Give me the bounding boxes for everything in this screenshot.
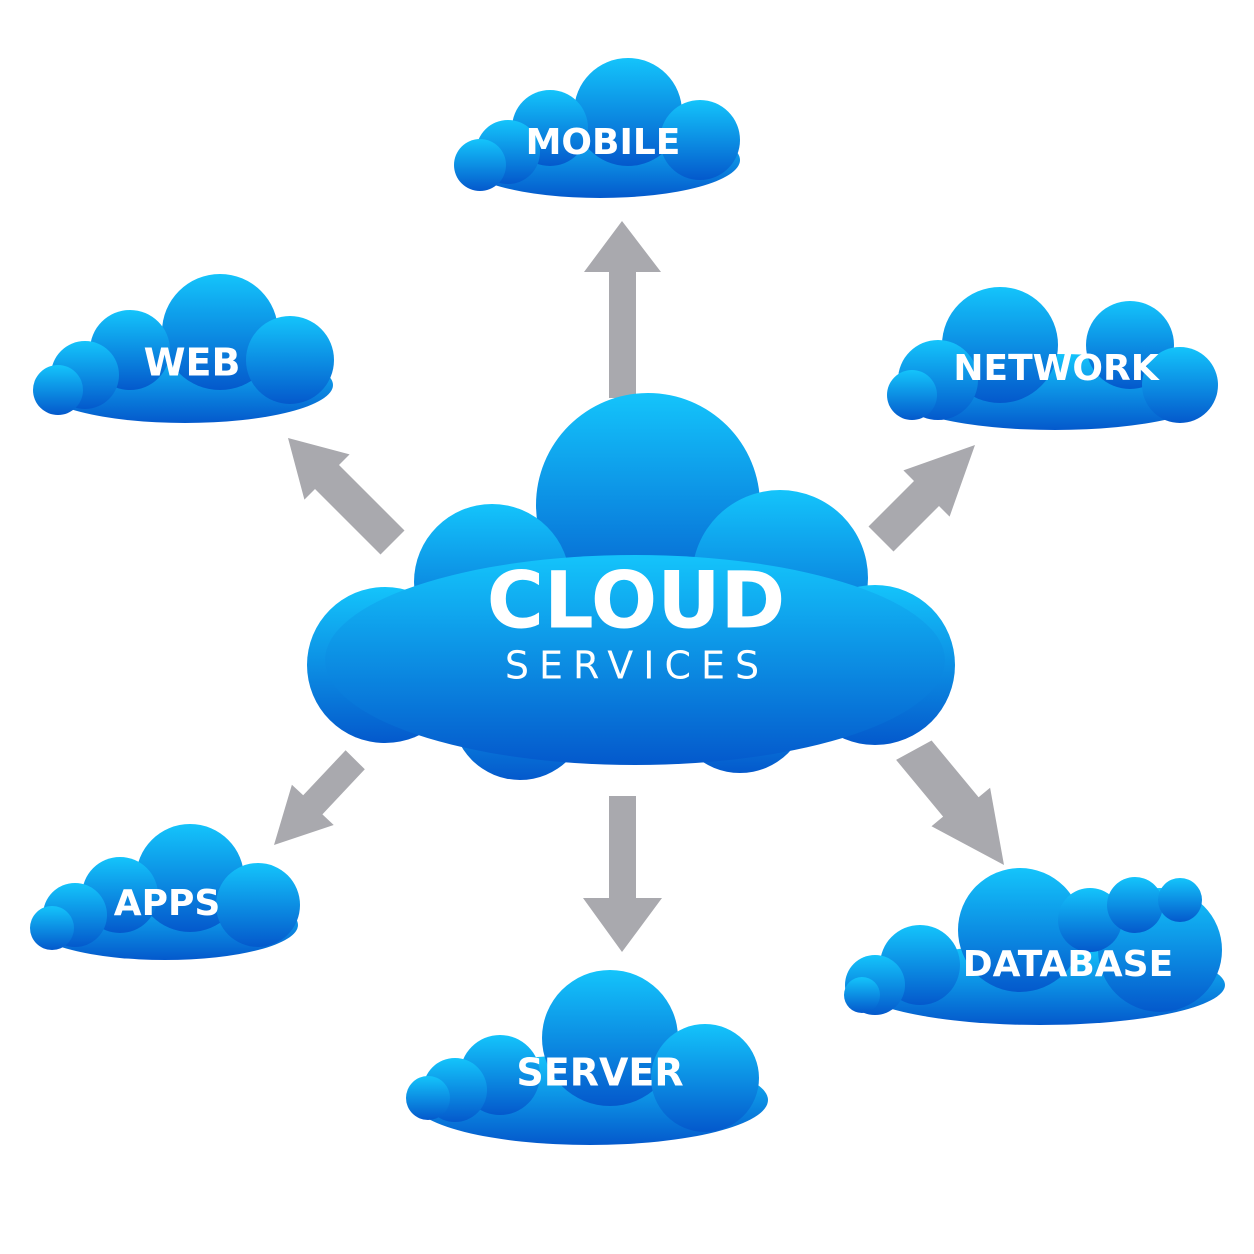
node-label-database: DATABASE — [963, 944, 1173, 985]
arrow-to-mobile — [584, 221, 661, 398]
node-apps: APPS — [30, 824, 300, 960]
node-web: WEB — [33, 274, 334, 423]
arrow-to-network — [868, 445, 975, 552]
center-subtitle: SERVICES — [505, 644, 769, 688]
node-network: NETWORK — [887, 287, 1218, 430]
cloud-icon — [307, 393, 955, 780]
node-label-network: NETWORK — [953, 348, 1159, 389]
arrow-to-server — [583, 796, 662, 952]
node-label-web: WEB — [144, 341, 241, 385]
node-server: SERVER — [406, 970, 768, 1145]
cloud-icon — [454, 58, 740, 198]
arrow-to-apps — [274, 750, 365, 845]
cloud-icon — [887, 287, 1218, 430]
node-mobile: MOBILE — [454, 58, 740, 198]
cloud-icon — [33, 274, 334, 423]
arrow-to-web — [288, 438, 405, 555]
node-database: DATABASE — [844, 868, 1225, 1025]
node-label-server: SERVER — [516, 1051, 683, 1095]
cloud-icon — [406, 970, 768, 1145]
cloud-icon — [844, 868, 1225, 1025]
cloud-icon — [30, 824, 300, 960]
arrows — [274, 221, 1004, 952]
center-title: CLOUD — [487, 556, 786, 646]
node-label-mobile: MOBILE — [526, 122, 681, 163]
arrow-to-database — [896, 740, 1004, 865]
center-cloud: CLOUD SERVICES — [307, 393, 955, 780]
node-label-apps: APPS — [114, 883, 221, 924]
